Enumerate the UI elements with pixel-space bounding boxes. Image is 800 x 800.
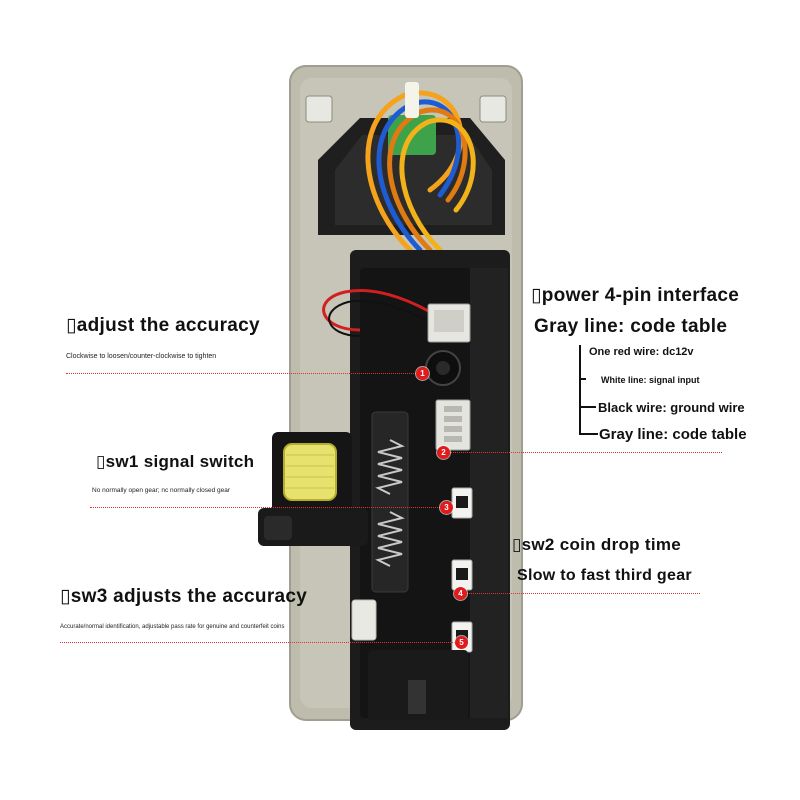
callout-sw3-desc: Accurate/normal identification, adjustab… <box>60 624 285 630</box>
marker-1: 1 <box>416 367 429 380</box>
callout-sw1-desc: No normally open gear; nc normally close… <box>92 487 231 494</box>
wire-white: White line: signal input <box>601 375 700 385</box>
marker-2: 2 <box>437 446 450 459</box>
solenoid-coil <box>283 443 337 501</box>
callout-sw1-title: ▯sw1 signal switch <box>96 452 255 471</box>
callout-adjust-accuracy-desc: Clockwise to loosen/counter-clockwise to… <box>66 353 217 360</box>
mount-hole-left <box>305 95 333 123</box>
springs <box>375 439 405 567</box>
wire-gray: Gray line: code table <box>599 426 747 443</box>
marker-4: 4 <box>454 587 467 600</box>
callout-power-title: ▯power 4-pin interface <box>531 285 740 306</box>
marker-3: 3 <box>440 501 453 514</box>
leader-line-5 <box>60 642 455 643</box>
leader-line-4 <box>465 593 700 594</box>
leader-line-2 <box>450 452 722 453</box>
wire-black: Black wire: ground wire <box>598 400 745 415</box>
callout-sw2-title: ▯sw2 coin drop time <box>512 535 682 554</box>
callout-adjust-accuracy-title: ▯adjust the accuracy <box>66 315 260 336</box>
marker-5: 5 <box>455 636 468 649</box>
callout-power-subtitle: Gray line: code table <box>534 316 728 337</box>
wire-red: One red wire: dc12v <box>589 346 694 358</box>
leader-line-1 <box>66 373 416 374</box>
callout-sw3-title: ▯sw3 adjusts the accuracy <box>60 586 308 607</box>
callout-sw2-subtitle: Slow to fast third gear <box>517 567 692 584</box>
wire-legend-bracket <box>579 345 598 435</box>
leader-line-3 <box>90 507 440 508</box>
mount-hole-right <box>479 95 507 123</box>
